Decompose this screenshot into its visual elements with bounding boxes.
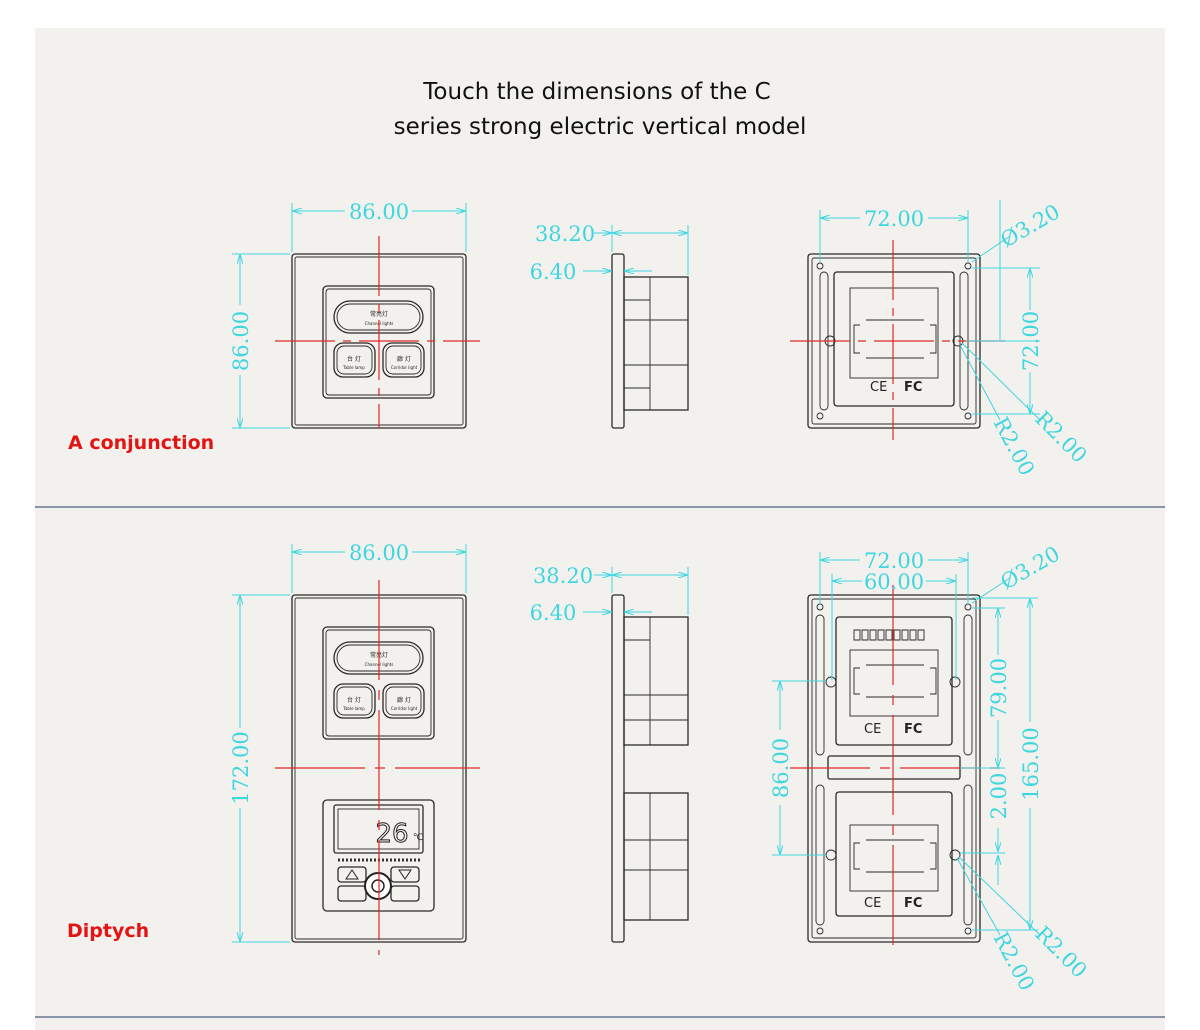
svg-text:Corridor light: Corridor light (391, 365, 418, 370)
temperature-display: 26 (375, 819, 408, 849)
dim-width: 72.00 (864, 207, 924, 231)
svg-text:CE: CE (864, 722, 881, 737)
svg-text:廊 灯: 廊 灯 (397, 696, 411, 704)
dim-plate: 6.40 (530, 601, 577, 625)
dim-width: 86.00 (349, 200, 409, 224)
dim-height: 165.00 (1019, 727, 1043, 800)
dim-upper: 79.00 (987, 658, 1011, 718)
dim-width: 72.00 (864, 549, 924, 573)
title-line-1: Touch the dimensions of the C (422, 79, 770, 105)
dim-depth: 38.20 (533, 564, 593, 588)
dim-plate: 6.40 (530, 260, 577, 284)
dim-pitch: 86.00 (769, 738, 793, 798)
section-label: Diptych (67, 920, 149, 942)
front-view: 常亮灯 Channel lights 台 灯 Table lamp 廊 灯 Co… (229, 200, 480, 429)
side-view: 38.20 6.40 (530, 222, 689, 429)
dim-height: 86.00 (229, 311, 253, 371)
dim-depth: 38.20 (535, 222, 595, 246)
front-view: 常亮灯 Channel lights 台 灯 Table lamp 廊 灯 Co… (229, 541, 480, 955)
svg-text:CE: CE (870, 380, 887, 395)
svg-text:台 灯: 台 灯 (347, 355, 361, 363)
svg-text:℃: ℃ (413, 833, 423, 843)
section-label: A conjunction (68, 432, 214, 454)
dim-inner-width: 60.00 (864, 570, 924, 594)
dim-height: 172.00 (229, 731, 253, 804)
svg-text:廊 灯: 廊 灯 (397, 355, 411, 363)
svg-text:Table lamp: Table lamp (342, 706, 365, 711)
svg-text:Corridor light: Corridor light (391, 706, 418, 711)
svg-text:CE: CE (864, 896, 881, 911)
svg-text:台 灯: 台 灯 (347, 696, 361, 704)
svg-text:FC: FC (904, 896, 922, 911)
svg-text:Table lamp: Table lamp (342, 365, 365, 370)
svg-text:常亮灯: 常亮灯 (370, 310, 388, 318)
dim-height: 72.00 (1019, 311, 1043, 371)
svg-text:FC: FC (904, 380, 922, 395)
side-view: 38.20 6.40 (530, 564, 689, 943)
background-panel (35, 28, 1165, 1030)
title-line-2: series strong electric vertical model (394, 114, 807, 140)
svg-text:FC: FC (904, 722, 922, 737)
power-icon (364, 872, 392, 900)
dim-gap: 2.00 (987, 773, 1011, 820)
dim-width: 86.00 (349, 541, 409, 565)
